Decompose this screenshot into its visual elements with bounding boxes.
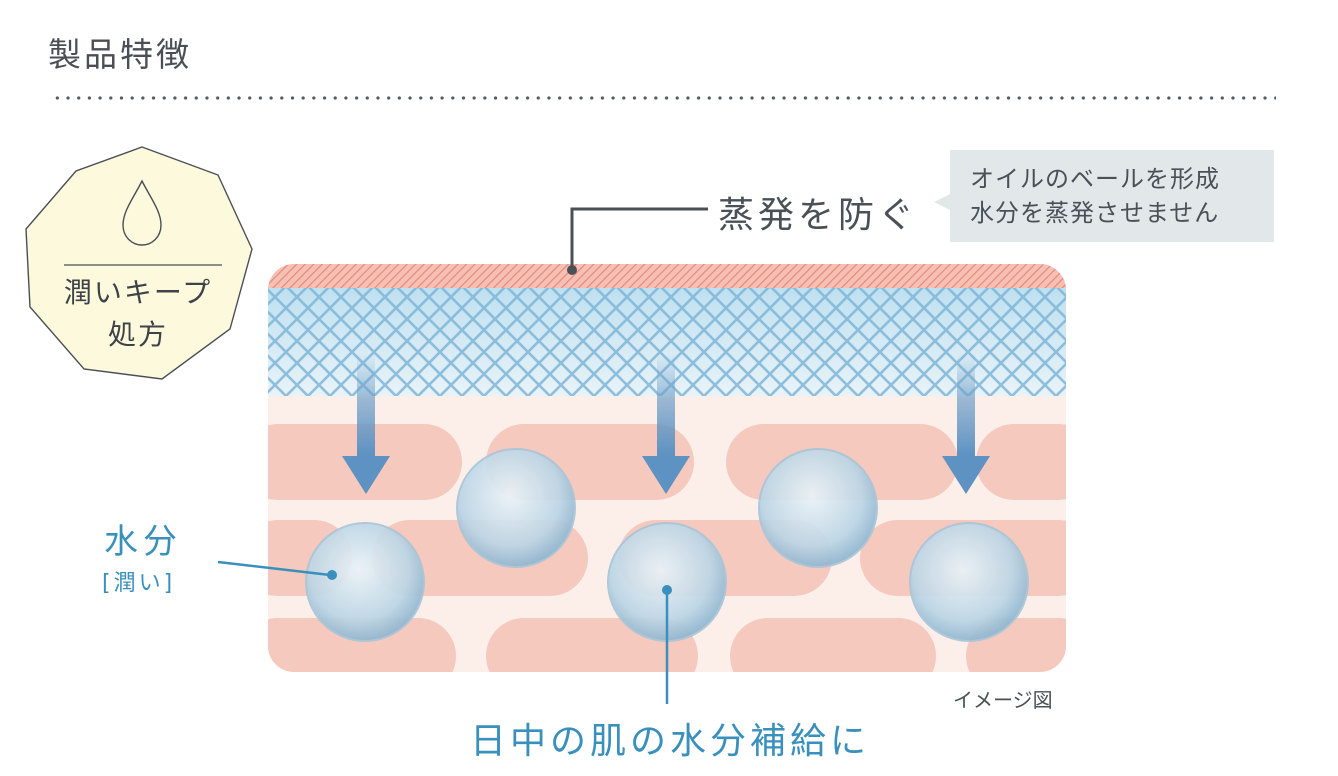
badge-octagon bbox=[25, 146, 253, 380]
skin-cell bbox=[966, 618, 1066, 672]
water-bubbles bbox=[305, 448, 1029, 642]
callout-text: オイルのベールを形成 水分を蒸発させません bbox=[970, 162, 1270, 230]
water-label: 水分 bbox=[104, 522, 182, 562]
section-title: 製品特徴 bbox=[48, 35, 192, 74]
badge-label: 潤いキープ 処方 bbox=[22, 272, 254, 356]
water-leader-line bbox=[217, 560, 331, 577]
down-arrow bbox=[342, 354, 390, 494]
water-bubble bbox=[758, 448, 878, 568]
callout-tail bbox=[934, 194, 950, 210]
water-sub-label: [潤い] bbox=[102, 571, 176, 596]
callout-line1: オイルのベールを形成 bbox=[970, 165, 1220, 193]
skin-cell bbox=[730, 618, 936, 672]
callout-line2: 水分を蒸発させません bbox=[970, 199, 1220, 227]
oil-veil-layer bbox=[268, 264, 1066, 288]
bottom-label: 日中の肌の水分補給に bbox=[470, 721, 871, 762]
water-drop-icon bbox=[122, 179, 162, 246]
callout-box bbox=[950, 150, 1274, 242]
bottom-leader-dot bbox=[662, 585, 672, 595]
badge-label-line1: 潤いキープ bbox=[63, 276, 213, 309]
dotted-divider bbox=[52, 96, 1276, 100]
water-bubble bbox=[909, 522, 1029, 642]
feature-badge bbox=[25, 146, 253, 380]
badge-label-line2: 処方 bbox=[107, 318, 168, 351]
down-arrows bbox=[342, 354, 990, 494]
down-arrow bbox=[942, 354, 990, 494]
water-leader-dot bbox=[327, 570, 337, 580]
skin-cell bbox=[976, 424, 1066, 500]
evaporation-leader-line bbox=[570, 207, 708, 270]
skin-cell bbox=[268, 618, 456, 672]
evaporation-label: 蒸発を防ぐ bbox=[718, 195, 919, 236]
evaporation-leader-dot bbox=[567, 265, 577, 275]
water-bubble bbox=[456, 448, 576, 568]
down-arrow bbox=[642, 354, 690, 494]
image-note: イメージ図 bbox=[953, 688, 1053, 712]
water-bubble bbox=[305, 522, 425, 642]
